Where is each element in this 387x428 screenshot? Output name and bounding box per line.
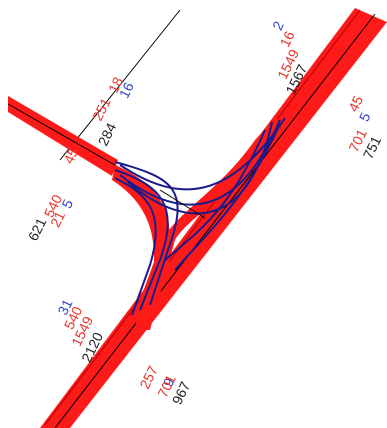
label-top-right-red-a: 16: [276, 28, 297, 49]
turn-band-right: [135, 118, 290, 330]
connector-line: [159, 189, 206, 219]
main-road-centerline: [54, 13, 376, 428]
west-road-centerline: [7, 103, 121, 169]
label-left-blue: 5: [58, 197, 76, 211]
label-right-red: 45: [345, 93, 366, 114]
label-top-left-blue: 16: [116, 80, 137, 101]
label-group-left: 540 5 21 621: [25, 192, 77, 244]
turn-path-6: [127, 121, 273, 215]
label-group-right: 45 5 701 751: [345, 93, 384, 161]
main-road-edge: [44, 9, 361, 426]
turn-path-7: [164, 129, 266, 261]
label-top-left-black: 284: [95, 120, 120, 148]
label-right-blue: 5: [356, 110, 374, 124]
turn-paths: [114, 117, 286, 316]
turn-path-2: [114, 169, 169, 311]
turn-path-3: [114, 177, 157, 316]
label-left-black: 621: [25, 215, 50, 243]
turn-path-4: [119, 117, 286, 191]
label-top-left-red-a: 18: [105, 74, 126, 95]
label-left-upper-red: 45: [60, 145, 81, 166]
label-group-left-upper: 45: [60, 145, 81, 166]
northwest-centerline: [59, 9, 181, 161]
label-top-left-red-b: 251: [89, 95, 114, 123]
turn-path-1: [114, 161, 179, 306]
turn-path-8: [174, 127, 279, 271]
label-bottom-left-blue: 31: [54, 296, 75, 317]
main-road: [40, 8, 387, 428]
label-group-top-left: 16 18 251 284: [89, 74, 137, 148]
label-left-red-b: 21: [47, 208, 68, 229]
label-group-bottom: 257 9 701 967: [136, 363, 193, 407]
